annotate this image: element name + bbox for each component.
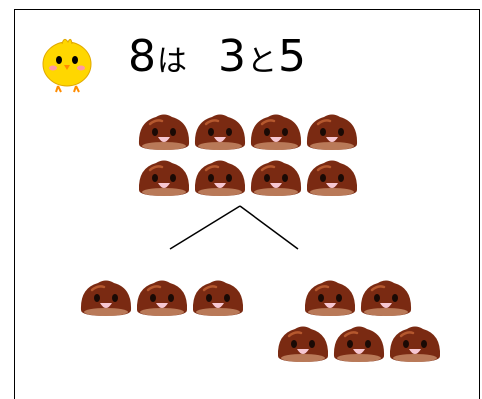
chestnut-icon [304, 158, 360, 198]
chestnut-icon [78, 278, 134, 318]
split-line-left [170, 206, 240, 249]
chestnut-icon [358, 278, 414, 318]
chestnut-icon [304, 112, 360, 152]
chestnut-icon [275, 324, 331, 364]
chestnut-icon [331, 324, 387, 364]
chestnut-icon [387, 324, 443, 364]
chestnut-icon [134, 278, 190, 318]
chestnut-icon [190, 278, 246, 318]
chestnut-icon [248, 112, 304, 152]
chestnut-icon [302, 278, 358, 318]
chestnut-icon [192, 158, 248, 198]
chestnut-icon [192, 112, 248, 152]
chestnut-icon [136, 158, 192, 198]
chestnut-icon [248, 158, 304, 198]
chestnut-icon [136, 112, 192, 152]
split-line-right [240, 206, 298, 249]
